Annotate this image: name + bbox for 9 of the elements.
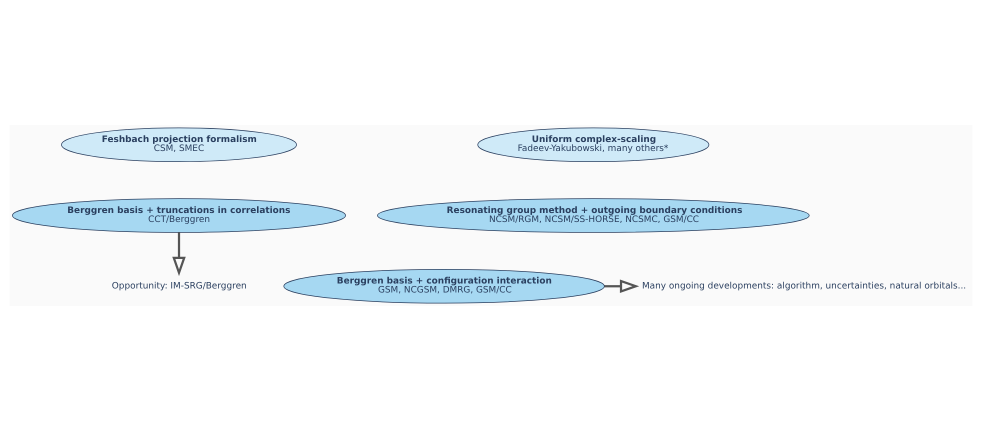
node-ellipse: Berggren basis + truncations in correlations CCT/Berggren bbox=[12, 198, 346, 233]
arrow bbox=[172, 232, 186, 276]
arrow bbox=[604, 279, 640, 293]
node-ellipse: Resonating group method + outgoing boundary conditions NCSM/RGM, NCSM/SS-HORSE, NCSMC, GSM/CC bbox=[377, 198, 810, 233]
node-ellipse: Uniform complex-scaling Fadeev-Yakubowski, many others* bbox=[477, 128, 710, 162]
node-text: Many ongoing developments: algorithm, uncertainties, natural orbitals... bbox=[642, 282, 966, 292]
node-ellipse: Berggren basis + configuration interaction GSM, NCGSM, DMRG, GSM/CC bbox=[283, 268, 605, 304]
node-text: Opportunity: IM-SRG/Berggren bbox=[112, 282, 247, 292]
node-ellipse: Feshbach projection formalism CSM, SMEC bbox=[61, 128, 297, 162]
